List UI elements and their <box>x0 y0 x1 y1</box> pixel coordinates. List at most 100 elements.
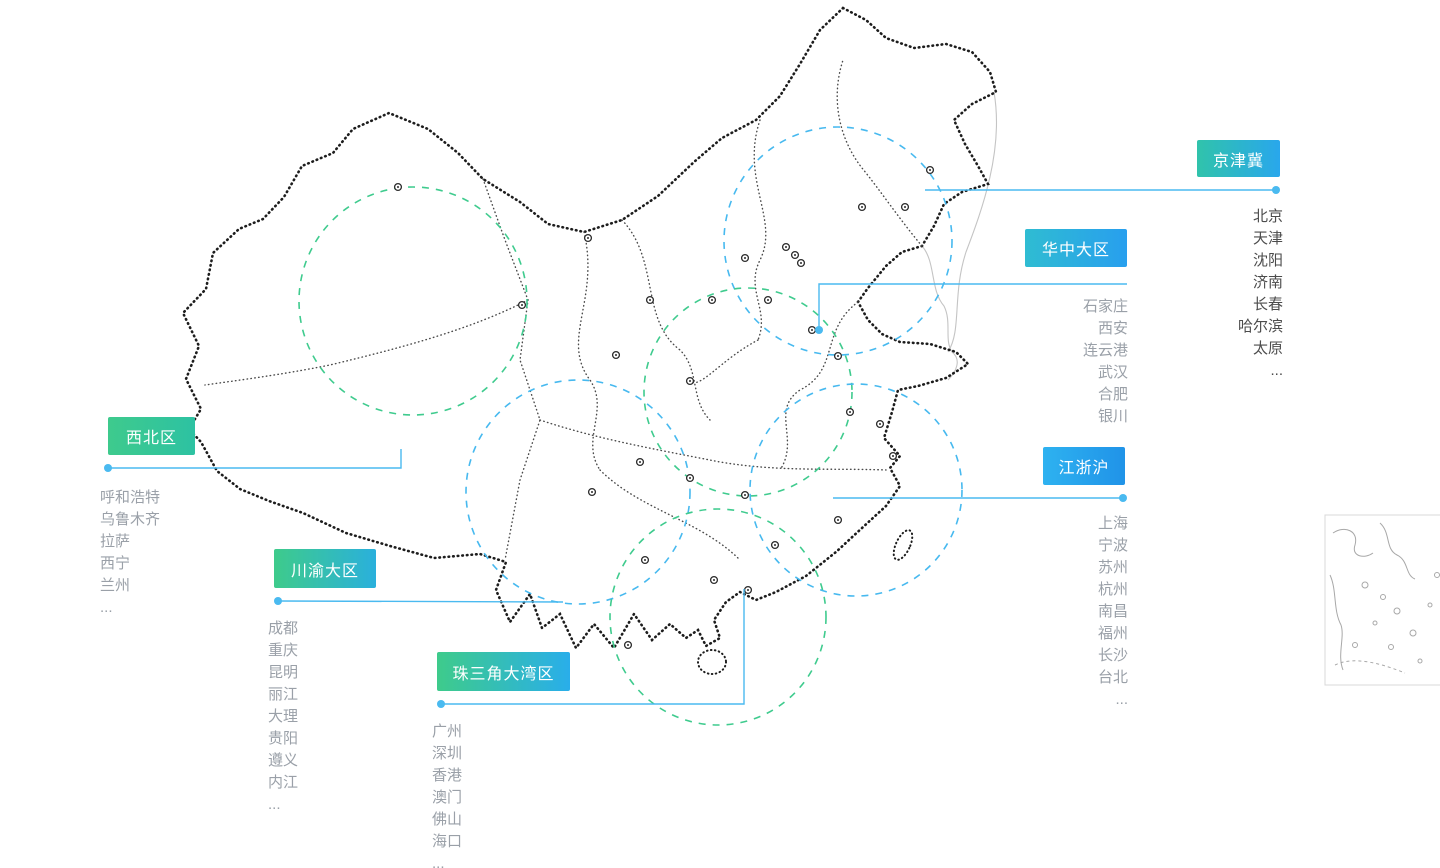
taiwan-island <box>892 529 914 561</box>
city-label: 呼和浩特 <box>100 489 161 506</box>
city-marker-dot <box>767 299 769 301</box>
city-label: 哈尔滨 <box>1237 318 1283 335</box>
connector-line-xibei <box>108 449 402 469</box>
region-tag-zhusanjiao[interactable]: 珠三角大湾区 <box>437 652 570 691</box>
city-label: 大理 <box>268 708 299 725</box>
city-label: 广州 <box>432 723 463 740</box>
city-label: 乌鲁木齐 <box>100 511 161 528</box>
neighbor-coastline <box>921 91 998 381</box>
connector-line-huazhong <box>818 283 1127 327</box>
city-label: 拉萨 <box>100 533 131 550</box>
city-marker-dot <box>929 169 931 171</box>
city-markers <box>393 165 935 650</box>
border-path <box>577 231 601 471</box>
inset-island <box>1388 644 1394 650</box>
connector-dot-jiangzhehu <box>1119 494 1127 502</box>
city-marker-dot <box>849 411 851 413</box>
city-label: 合肥 <box>1097 386 1128 403</box>
city-label: 台北 <box>1097 669 1128 686</box>
inset-island <box>1427 602 1433 608</box>
city-marker-dot <box>627 644 629 646</box>
border-path <box>753 119 767 341</box>
city-marker-dot <box>837 355 839 357</box>
more-indicator: ... <box>432 855 445 868</box>
more-indicator: ... <box>268 796 281 813</box>
city-marker-dot <box>744 494 746 496</box>
connector-line-zhusanjiao <box>441 589 745 705</box>
city-label: 长沙 <box>1097 647 1128 664</box>
city-marker-dot <box>644 559 646 561</box>
city-marker-dot <box>713 579 715 581</box>
city-label: 深圳 <box>432 745 463 762</box>
city-label: 成都 <box>268 620 299 637</box>
city-marker-dot <box>649 299 651 301</box>
city-label: 佛山 <box>432 811 463 828</box>
city-marker-dot <box>587 237 589 239</box>
city-list-zhusanjiao: 广州深圳香港澳门佛山海口... <box>432 721 462 868</box>
city-list-jingjinji: 北京天津沈阳济南长春哈尔滨太原... <box>1238 206 1283 382</box>
connector-dot-chuanyu <box>274 597 282 605</box>
city-label: 宁波 <box>1097 537 1128 554</box>
region-tag-jingjinji[interactable]: 京津冀 <box>1197 140 1280 177</box>
city-marker-dot <box>774 544 776 546</box>
city-label: 天津 <box>1252 230 1283 247</box>
inset-island <box>1352 642 1358 648</box>
connector-dot-huazhong <box>815 326 823 334</box>
region-tag-xibei[interactable]: 西北区 <box>108 417 195 455</box>
zone-circle <box>465 379 691 605</box>
border-path <box>779 301 859 471</box>
city-marker-dot <box>639 461 641 463</box>
inset-coastline <box>1379 522 1416 580</box>
zone-circle <box>298 186 528 416</box>
city-label: 长春 <box>1252 296 1283 313</box>
city-label: 西安 <box>1097 320 1128 337</box>
inset-frame <box>1324 514 1440 686</box>
city-label: 昆明 <box>268 664 299 681</box>
more-indicator: ... <box>1115 691 1128 708</box>
city-list-jiangzhehu: 上海宁波苏州杭州南昌福州长沙台北... <box>1098 513 1128 711</box>
islands <box>697 529 914 675</box>
inset-island <box>1417 658 1423 664</box>
city-label: 杭州 <box>1097 581 1128 598</box>
border-path <box>204 299 529 386</box>
inset-coastline <box>1332 529 1374 557</box>
zone-circle <box>643 287 853 497</box>
city-label: 西宁 <box>100 555 131 572</box>
city-marker-dot <box>689 380 691 382</box>
city-label: 重庆 <box>268 642 299 659</box>
city-list-chuanyu: 成都重庆昆明丽江大理贵阳遵义内江... <box>268 618 298 816</box>
region-tag-huazhong[interactable]: 华中大区 <box>1025 229 1127 267</box>
city-label: 香港 <box>432 767 463 784</box>
city-label: 遵义 <box>268 752 299 769</box>
city-label: 海口 <box>432 833 463 850</box>
region-tag-jiangzhehu[interactable]: 江浙沪 <box>1043 447 1125 485</box>
connector-line-chuanyu <box>277 600 564 603</box>
city-marker-dot <box>521 304 523 306</box>
inset-island <box>1380 594 1386 600</box>
city-label: 丽江 <box>268 686 299 703</box>
inset-island <box>1372 620 1378 626</box>
china-map-outline <box>181 6 998 651</box>
city-marker-dot <box>811 329 813 331</box>
border-path <box>539 419 887 471</box>
connector-dot-jingjinji <box>1272 186 1280 194</box>
city-list-huazhong: 石家庄西安连云港武汉合肥银川 <box>1083 296 1128 428</box>
province-borders <box>204 59 923 561</box>
inset-island <box>1361 581 1369 589</box>
zone-circle <box>609 508 827 726</box>
coastline-path <box>921 245 958 381</box>
city-list-xibei: 呼和浩特乌鲁木齐拉萨西宁兰州... <box>100 487 160 619</box>
inset-island <box>1393 607 1401 615</box>
city-label: 上海 <box>1097 515 1128 532</box>
city-marker-dot <box>861 206 863 208</box>
zone-circle <box>723 126 953 356</box>
city-marker-dot <box>904 206 906 208</box>
city-label: 南昌 <box>1097 603 1128 620</box>
city-label: 内江 <box>268 774 299 791</box>
border-path <box>689 339 759 384</box>
city-marker-dot <box>689 477 691 479</box>
city-label: 兰州 <box>100 577 131 594</box>
region-tag-chuanyu[interactable]: 川渝大区 <box>274 549 376 588</box>
city-label: 北京 <box>1252 208 1283 225</box>
